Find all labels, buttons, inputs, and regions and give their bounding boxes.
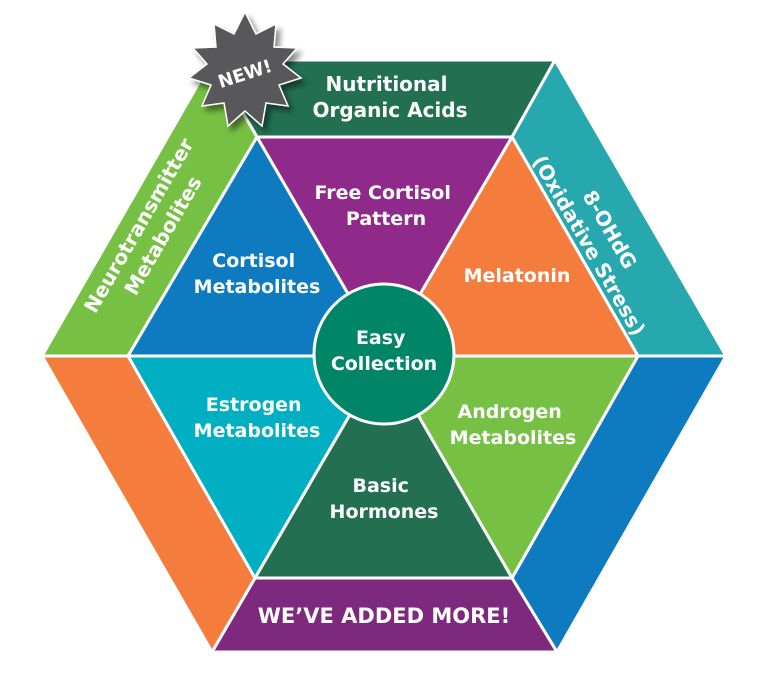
starburst-icon (187, 10, 303, 128)
label-free-cortisol-pattern: Free Cortisol Pattern (315, 182, 458, 230)
label-melatonin: Melatonin (464, 265, 571, 287)
triangle-cortisol-metabolites (126, 135, 386, 358)
label-estrogen-metabolites: Estrogen Metabolites (194, 394, 321, 442)
label-easy-collection: Easy Collection (331, 327, 437, 375)
label-basic-hormones: Basic Hormones (330, 475, 439, 523)
label-weve-added-more: WE’VE ADDED MORE! (258, 604, 510, 628)
new-badge (187, 10, 303, 128)
label-nutritional-organic-acids: Nutritional Organic Acids (313, 72, 468, 122)
center-circle (312, 282, 456, 426)
label-cortisol-metabolites: Cortisol Metabolites (194, 250, 321, 298)
label-androgen-metabolites: Androgen Metabolites (450, 401, 577, 449)
